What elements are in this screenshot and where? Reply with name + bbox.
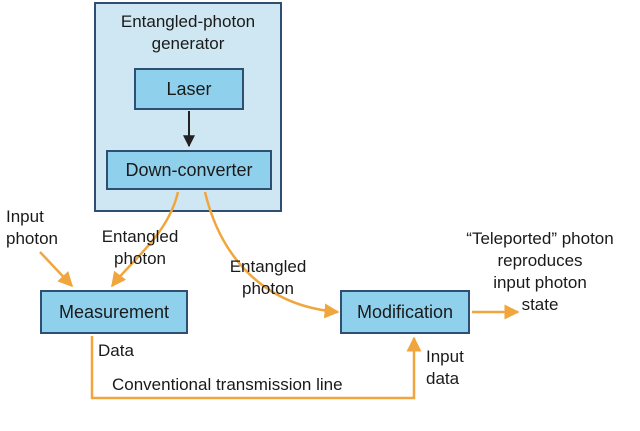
conventional-transmission-line-label: Conventional transmission line <box>112 375 343 394</box>
generator-title-line2: generator <box>151 34 225 53</box>
entangled-photon-left-arrow <box>111 191 180 288</box>
entangled-photon-right-arrow <box>203 191 340 319</box>
modification-box: Modification <box>340 290 470 334</box>
laser-box: Laser <box>134 68 244 110</box>
measurement-box: Measurement <box>40 290 188 334</box>
teleported-label-line4: state <box>521 295 559 314</box>
input-photon-label-line1: Input <box>6 207 44 226</box>
entangled-photon-left-label-line2: photon <box>114 249 166 268</box>
input-photon-label-line2: photon <box>6 229 58 248</box>
input-data-label-line1: Input <box>426 347 464 366</box>
down-converter-box: Down-converter <box>106 150 272 190</box>
entangled-photon-left-label-line1: Entangled <box>101 227 179 246</box>
entangled-photon-right-label-line1: Entangled <box>229 257 307 276</box>
entangled-photon-right-label-line2: photon <box>242 279 294 298</box>
teleported-label-line2: reproduces <box>497 251 583 270</box>
input-data-label-line2: data <box>426 369 460 388</box>
teleported-label-line1: “Teleported” photon <box>466 229 614 248</box>
transmission-line-arrow <box>90 336 422 400</box>
data-label: Data <box>98 341 134 360</box>
teleported-label-line3: input photon <box>493 273 587 292</box>
input-photon-arrow <box>39 251 74 288</box>
generator-title-line1: Entangled-photon <box>120 12 256 31</box>
